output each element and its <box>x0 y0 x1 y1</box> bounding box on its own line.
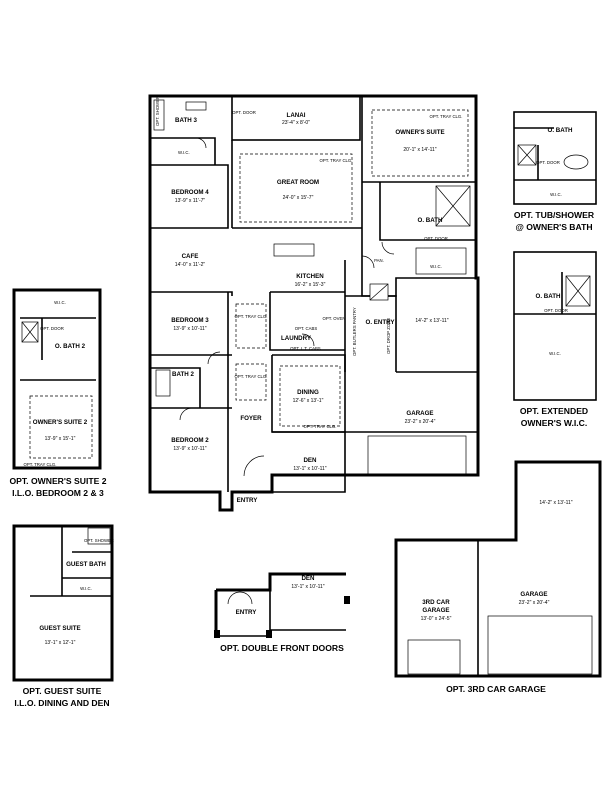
guest-suite-option: OPT. SHOWER GUEST BATH W.I.C. GUEST SUIT… <box>12 524 114 708</box>
den-label: DEN <box>303 457 317 464</box>
dining-opt-tray: OPT. TRAY CLG. <box>304 424 337 429</box>
cafe-dim: 14'-0" x 11'-2" <box>175 262 206 268</box>
owners-suite-dim: 20'-1" x 14'-11" <box>403 147 436 153</box>
tub-obath-label: O. BATH <box>548 127 574 134</box>
tub-shower-option: O. BATH OPT. DOOR W.I.C. OPT. TUB/SHOWER… <box>513 111 597 232</box>
gs-suite-dim: 13'-1" x 12'-1" <box>45 640 76 646</box>
opt-oven: OPT. OVEN <box>323 316 346 321</box>
great-room-dim: 24'-0" x 15'-7" <box>283 195 314 201</box>
kitchen-label: KITCHEN <box>296 273 324 280</box>
dd-caption: OPT. DOUBLE FRONT DOORS <box>220 643 344 653</box>
extended-wic-option: O. BATH OPT. DOOR W.I.C. OPT. EXTENDED O… <box>513 251 597 428</box>
dining-label: DINING <box>297 389 319 396</box>
g3-dim-top: 14'-2" x 13'-11" <box>539 500 572 506</box>
bedroom2-label: BEDROOM 2 <box>171 437 209 444</box>
dining-dim: 12'-6" x 13'-1" <box>293 398 324 404</box>
os2-obath2: O. BATH 2 <box>55 343 86 350</box>
gs-caption-line1: OPT. GUEST SUITE <box>23 686 102 696</box>
foyer-label: FOYER <box>240 415 262 422</box>
den-dim: 13'-1" x 10'-11" <box>293 466 326 472</box>
os2-opt-tray: OPT. TRAY CLG. <box>24 462 57 467</box>
kitchen-dim: 16'-2" x 15'-3" <box>295 282 326 288</box>
lanai-dim: 23'-4" x 8'-0" <box>282 120 310 126</box>
g3-garage-label: GARAGE <box>520 591 547 598</box>
main-floor-plan <box>148 94 480 512</box>
bedroom2-dim: 13'-9" x 10'-11" <box>173 446 206 452</box>
great-room-label: GREAT ROOM <box>277 179 319 186</box>
os2-opt-door: OPT. DOOR <box>40 326 64 331</box>
os2-suite-dim: 13'-9" x 15'-1" <box>45 436 76 442</box>
ext-opt-door: OPT. DOOR <box>544 308 568 313</box>
opt-butlers-pantry: OPT. BUTLERS PANTRY <box>352 307 357 356</box>
dd-den-label: DEN <box>301 575 315 582</box>
g3-3rd-label-2: GARAGE <box>422 607 449 614</box>
bedroom3-label: BEDROOM 3 <box>171 317 209 324</box>
tub-caption-line2: @ OWNER'S BATH <box>515 222 592 232</box>
bath3-label: BATH 3 <box>175 117 197 124</box>
dd-entry-label: ENTRY <box>236 609 258 616</box>
tub-opt-door: OPT. DOOR <box>536 160 560 165</box>
gs-caption-line2: I.L.O. DINING AND DEN <box>14 698 109 708</box>
os2-suite-label: OWNER'S SUITE 2 <box>33 419 88 426</box>
double-doors-option: DEN 13'-1" x 10'-11" ENTRY OPT. DOUBLE F… <box>214 572 350 653</box>
g3-3rd-label-1: 3RD CAR <box>422 599 450 606</box>
great-opt-tray: OPT. TRAY CLG. <box>320 158 353 163</box>
bath2-label: BATH 2 <box>172 371 194 378</box>
gs-guest-bath: GUEST BATH <box>66 561 106 568</box>
bed4-wic: W.I.C. <box>178 150 190 155</box>
owners-suite-2-option: W.I.C. OPT. DOOR O. BATH 2 OWNER'S SUITE… <box>9 288 107 498</box>
ext-obath-label: O. BATH <box>536 293 562 300</box>
bedroom4-dim: 13'-9" x 11'-7" <box>175 198 206 204</box>
bath3-opt-shower: OPT. SHOWER <box>155 96 160 126</box>
os2-wic: W.I.C. <box>54 300 66 305</box>
dd-den-dim: 13'-1" x 10'-11" <box>291 584 324 590</box>
o-entry-label: O. ENTRY <box>366 319 396 326</box>
opt-cabs: OPT. CABS <box>295 326 318 331</box>
obath-label: O. BATH <box>418 217 444 224</box>
obath-opt-door: OPT. DOOR <box>424 236 448 241</box>
g3-garage-dim: 23'-2" x 20'-4" <box>519 600 550 606</box>
tub-wic: W.I.C. <box>550 192 562 197</box>
laundry-label: LAUNDRY <box>281 335 312 342</box>
g3-3rd-dim: 13'-0" x 24'-5" <box>421 616 452 622</box>
owners-opt-tray: OPT. TRAY CLG. <box>430 114 463 119</box>
os2-caption-line2: I.L.O. BEDROOM 2 & 3 <box>12 488 104 498</box>
opt-drop-zone: OPT. DROP ZONE <box>386 318 391 354</box>
lanai-label: LANAI <box>287 112 306 119</box>
gs-wic: W.I.C. <box>80 586 92 591</box>
gs-suite-label: GUEST SUITE <box>39 625 80 632</box>
pantry: PAN. <box>374 258 384 263</box>
garage-label: GARAGE <box>406 410 433 417</box>
gs-opt-shower: OPT. SHOWER <box>84 538 114 543</box>
ext-caption-line2: OWNER'S W.I.C. <box>521 418 588 428</box>
tub-caption-line1: OPT. TUB/SHOWER <box>514 210 595 220</box>
g3-caption: OPT. 3RD CAR GARAGE <box>446 684 546 694</box>
cafe-label: CAFE <box>182 253 199 260</box>
entry-label: ENTRY <box>237 497 259 504</box>
opt-lt-cabs: OPT. L.T. CABS. <box>290 346 322 351</box>
bed3-opt-tray: OPT. TRAY CLG. <box>235 314 268 319</box>
os2-caption-line1: OPT. OWNER'S SUITE 2 <box>9 476 106 486</box>
owner-wic: W.I.C. <box>430 264 442 269</box>
garage-dim: 23'-2" x 20'-4" <box>405 419 436 425</box>
owners-suite-label: OWNER'S SUITE <box>395 129 444 136</box>
third-car-garage-option: 14'-2" x 13'-11" 3RD CAR GARAGE 13'-0" x… <box>394 460 602 694</box>
main-plan-labels: LANAI 23'-4" x 8'-0" OPT. DOOR BATH 3 OP… <box>155 96 462 504</box>
lanai-opt-door: OPT. DOOR <box>232 110 256 115</box>
ext-wic: W.I.C. <box>549 351 561 356</box>
garage-ext-dim: 14'-2" x 13'-11" <box>415 318 448 324</box>
bedroom3-dim: 13'-9" x 10'-11" <box>173 326 206 332</box>
hall-opt-tray: OPT. TRAY CLG. <box>235 374 268 379</box>
bedroom4-label: BEDROOM 4 <box>171 189 209 196</box>
ext-caption-line1: OPT. EXTENDED <box>520 406 588 416</box>
